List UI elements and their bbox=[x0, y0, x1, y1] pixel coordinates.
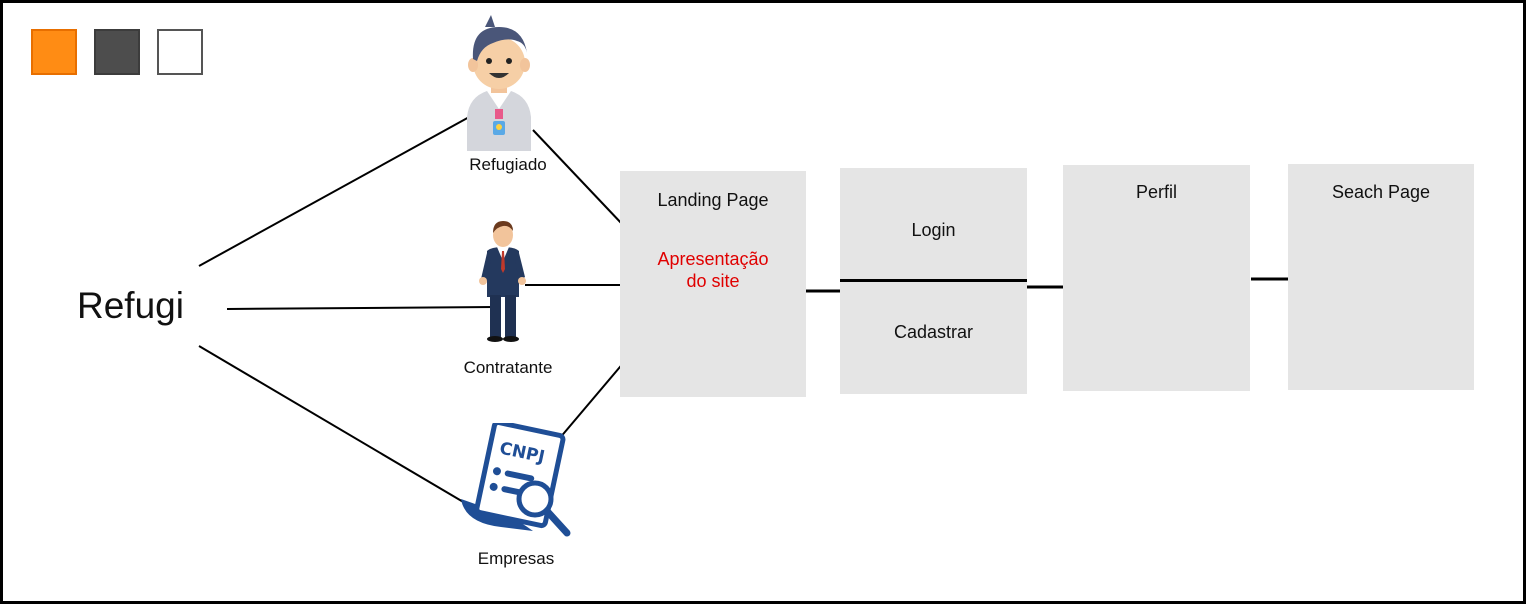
connector-lines bbox=[198, 115, 1293, 504]
connector-refugiado-landing bbox=[532, 129, 624, 226]
cadastrar-label: Cadastrar bbox=[893, 322, 974, 342]
businessman-icon bbox=[473, 217, 533, 350]
connector-root-empresas bbox=[198, 345, 466, 504]
legend-swatch-orange bbox=[31, 29, 77, 75]
root-label: Refugi bbox=[77, 285, 184, 326]
search-page-box: Seach Page bbox=[1288, 164, 1474, 390]
connector-empresas-landing bbox=[558, 360, 626, 440]
connector-root-refugiado bbox=[198, 115, 472, 267]
legend-swatch-white bbox=[157, 29, 203, 75]
perfil-title: Perfil bbox=[1135, 182, 1177, 202]
auth-divider bbox=[840, 279, 1027, 282]
actor-label-contratante: Contratante bbox=[463, 358, 553, 377]
landing-page-subtitle: Apresentação do site bbox=[657, 249, 769, 291]
legend-swatch-dark-gray bbox=[94, 29, 140, 75]
search-page-title: Seach Page bbox=[1331, 182, 1431, 202]
landing-page-title: Landing Page bbox=[657, 190, 769, 210]
landing-page-box: Landing Page Apresentação do site bbox=[620, 171, 806, 397]
refugee-person-icon bbox=[461, 13, 537, 156]
actor-label-refugiado: Refugiado bbox=[469, 155, 547, 174]
perfil-page-box: Perfil bbox=[1063, 165, 1250, 391]
actor-label-empresas: Empresas bbox=[477, 549, 555, 568]
auth-page-box: Login Cadastrar bbox=[840, 168, 1027, 394]
login-label: Login bbox=[911, 220, 956, 240]
cnpj-document-search-icon: CNPJ bbox=[451, 420, 577, 548]
connector-root-contratante bbox=[226, 306, 496, 310]
